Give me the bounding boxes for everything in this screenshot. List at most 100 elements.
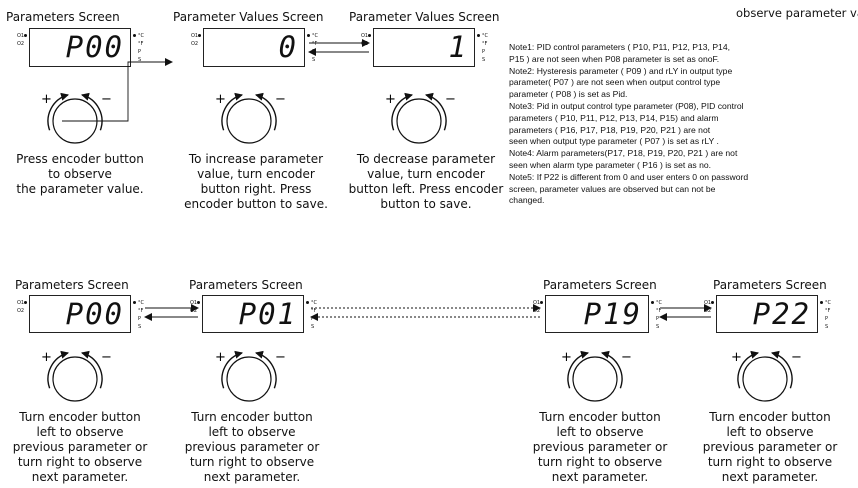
led-label-p: P <box>482 49 486 55</box>
led-label-celsius: °C <box>311 300 317 306</box>
display-value: 1 <box>448 30 468 64</box>
row1-title-1: Parameters Screen <box>6 10 120 24</box>
led-label-o1: O1 <box>191 33 199 39</box>
led-label-o1: O1 <box>17 33 25 39</box>
row1-title-2: Parameter Values Screen <box>173 10 324 24</box>
caption-navigate-4: Turn encoder button left to observe prev… <box>702 410 838 484</box>
led-label-s: S <box>825 324 829 330</box>
minus-label: − <box>275 92 286 107</box>
led-label-s: S <box>138 57 142 63</box>
indicator-led <box>24 301 27 304</box>
led-label-p: P <box>825 316 829 322</box>
caption-navigate-2: Turn encoder button left to observe prev… <box>184 410 320 484</box>
display-p01: P01 <box>202 295 304 333</box>
led-label-o2: O2 <box>191 41 199 47</box>
encoder-knob-icon: +− <box>385 92 456 144</box>
led-label-celsius: °C <box>482 33 488 39</box>
caption-navigate-1: Turn encoder button left to observe prev… <box>12 410 148 484</box>
indicator-led <box>307 34 310 37</box>
encoder-knob-icon: +− <box>215 92 286 144</box>
minus-label: − <box>101 92 112 107</box>
encoder-knob-icon: +− <box>41 92 112 144</box>
led-label-s: S <box>311 324 315 330</box>
encoder-knob-icon: +− <box>215 350 286 402</box>
led-label-fahrenheit: °F <box>311 308 317 314</box>
led-label-o1: O1 <box>17 300 25 306</box>
row2-title-3: Parameters Screen <box>543 278 657 292</box>
row2-title-2: Parameters Screen <box>189 278 303 292</box>
indicator-led <box>711 301 714 304</box>
indicator-led <box>197 301 200 304</box>
led-label-fahrenheit: °F <box>482 41 488 47</box>
display-value: 0 <box>278 30 298 64</box>
led-label-celsius: °C <box>825 300 831 306</box>
led-label-p: P <box>656 316 660 322</box>
notes-block: Note1: PID control parameters ( P10, P11… <box>509 42 749 206</box>
led-label-o2: O2 <box>17 41 25 47</box>
row1-title-3: Parameter Values Screen <box>349 10 500 24</box>
led-label-p: P <box>138 316 142 322</box>
indicator-led <box>540 301 543 304</box>
led-label-s: S <box>656 324 660 330</box>
display-value: P00 <box>65 30 124 64</box>
row2-title-4: Parameters Screen <box>713 278 827 292</box>
encoder-knob-icon: +− <box>561 350 632 402</box>
plus-label: + <box>41 92 52 107</box>
plus-label: + <box>385 92 396 107</box>
indicator-led <box>133 34 136 37</box>
led-label-fahrenheit: °F <box>312 41 318 47</box>
plus-label: + <box>41 350 52 365</box>
indicator-led <box>368 34 371 37</box>
indicator-led <box>651 301 654 304</box>
connector-arrow <box>62 58 173 122</box>
display-p19: P19 <box>545 295 649 333</box>
indicator-led <box>24 34 27 37</box>
row2-title-1: Parameters Screen <box>15 278 129 292</box>
caption-navigate-3: Turn encoder button left to observe prev… <box>532 410 668 484</box>
led-label-o1: O1 <box>361 33 369 39</box>
display-value: P01 <box>238 297 297 331</box>
caption-increase-value: To increase parameter value, turn encode… <box>184 152 328 211</box>
minus-label: − <box>101 350 112 365</box>
led-label-s: S <box>138 324 142 330</box>
caption-decrease-value: To decrease parameter value, turn encode… <box>348 152 504 211</box>
led-label-o1: O1 <box>533 300 541 306</box>
minus-label: − <box>445 92 456 107</box>
led-label-fahrenheit: °F <box>656 308 662 314</box>
display-value: P19 <box>583 297 642 331</box>
indicator-led <box>477 34 480 37</box>
caption-press-encoder: Press encoder button to observe the para… <box>16 152 144 196</box>
led-label-o2: O2 <box>17 308 25 314</box>
led-label-p: P <box>138 49 142 55</box>
led-label-celsius: °C <box>138 33 144 39</box>
led-label-o1: O1 <box>190 300 198 306</box>
minus-label: − <box>621 350 632 365</box>
display-parameters-screen: P00 <box>29 28 131 67</box>
minus-label: − <box>275 350 286 365</box>
display-parameter-value-increase: 0 <box>203 28 305 67</box>
led-label-o1: O1 <box>704 300 712 306</box>
plus-label: + <box>561 350 572 365</box>
led-label-fahrenheit: °F <box>138 308 144 314</box>
display-parameter-value-decrease: 1 <box>373 28 475 67</box>
indicator-led <box>820 301 823 304</box>
top-right-caption: observe parameter value. <box>736 6 858 20</box>
indicator-led <box>306 301 309 304</box>
led-label-fahrenheit: °F <box>138 41 144 47</box>
led-label-celsius: °C <box>656 300 662 306</box>
encoder-knob-icon: +− <box>41 350 112 402</box>
plus-label: + <box>215 350 226 365</box>
display-value: P22 <box>752 297 811 331</box>
led-label-fahrenheit: °F <box>825 308 831 314</box>
minus-label: − <box>791 350 802 365</box>
plus-label: + <box>215 92 226 107</box>
display-value: P00 <box>65 297 124 331</box>
display-p00: P00 <box>29 295 131 333</box>
led-label-celsius: °C <box>312 33 318 39</box>
indicator-led <box>133 301 136 304</box>
led-label-s: S <box>312 57 316 63</box>
indicator-led <box>198 34 201 37</box>
encoder-knob-icon: +− <box>731 350 802 402</box>
led-label-celsius: °C <box>138 300 144 306</box>
